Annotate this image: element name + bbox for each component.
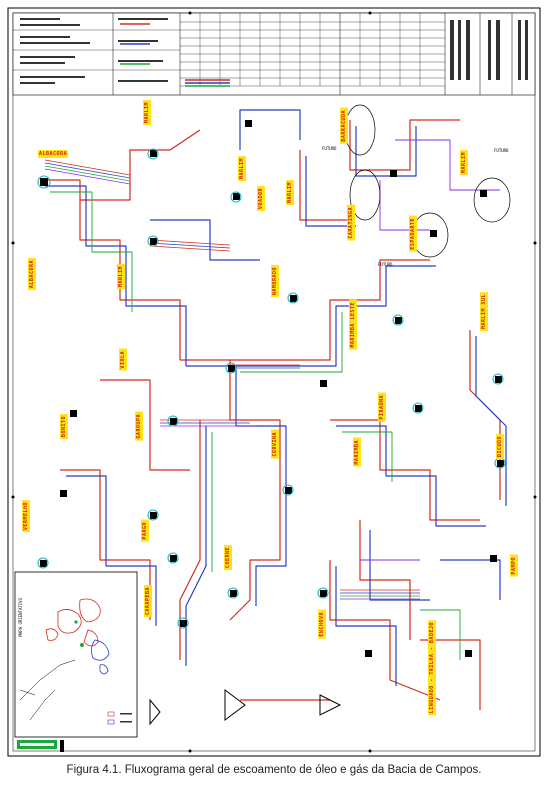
field-label-marlim: MARLIM — [286, 180, 294, 206]
terminal-symbols — [149, 689, 342, 726]
field-label-marimba-leste: MARIMBA LESTE — [349, 300, 357, 350]
cluster-ellipses — [344, 104, 511, 258]
field-label-caratinga: CARATINGA — [347, 205, 355, 241]
field-label-marlim: MARLIM — [238, 156, 246, 182]
field-label-voador: VOADOR — [257, 186, 265, 212]
field-label-espadarte: ESPADARTE — [409, 216, 417, 252]
field-label-pampo: PAMPO — [510, 555, 518, 577]
inset-map-label: MAPA ORIENTATIVO — [18, 598, 23, 637]
field-label-linguado-trilha-badejo: LINGUADO - TRILHA - BADEJO — [428, 620, 436, 716]
field-label-marlim: MARLIM — [460, 150, 468, 176]
field-label-vermelho: VERMELHO — [22, 500, 30, 533]
field-label-pirauna: PIRAÚNA — [378, 393, 386, 422]
field-label-marlim-sul: MARLIM SUL — [480, 292, 488, 332]
field-label-marlim: MARLIM — [143, 100, 151, 126]
figure-caption: Figura 4.1. Fluxograma geral de escoamen… — [66, 764, 482, 776]
field-label-bicudo: BICUDO — [496, 434, 504, 460]
note-futuro: FUTURO — [494, 148, 509, 153]
field-label-garoupa: GAROUPA — [135, 412, 143, 441]
border-ticks — [11, 11, 537, 753]
flowchart-drawing — [7, 7, 541, 757]
note-futuro: FUTURO — [378, 262, 393, 267]
field-label-cherne: CHERNE — [224, 545, 232, 571]
field-label-carapeba: CARAPEBA — [144, 585, 152, 618]
field-label-albacora: ALBACORA — [38, 150, 69, 158]
field-label-albacora: ALBACORA — [28, 258, 36, 291]
field-label-viola: VIOLA — [119, 349, 127, 371]
field-label-bonito: BONITO — [60, 414, 68, 440]
title-block — [12, 12, 536, 96]
sheet-border — [7, 7, 541, 757]
pipeline-network — [40, 109, 507, 710]
stamp — [17, 740, 64, 752]
field-label-marimba: MARIMBA — [353, 438, 361, 467]
inset-map — [14, 571, 138, 738]
field-label-marlim: MARLIM — [117, 264, 125, 290]
field-label-namorado: NAMORADO — [271, 265, 279, 298]
field-label-pargo: PARGO — [141, 520, 149, 542]
field-label-enchova: ENCHOVA — [318, 610, 326, 639]
note-futuro: FUTURO — [322, 146, 337, 151]
field-label-corvina: CORVINA — [271, 430, 279, 459]
platform-cyan-rings — [37, 148, 506, 629]
field-label-barracuda: BARRACUDA — [340, 108, 348, 144]
platform-symbols — [40, 120, 504, 657]
